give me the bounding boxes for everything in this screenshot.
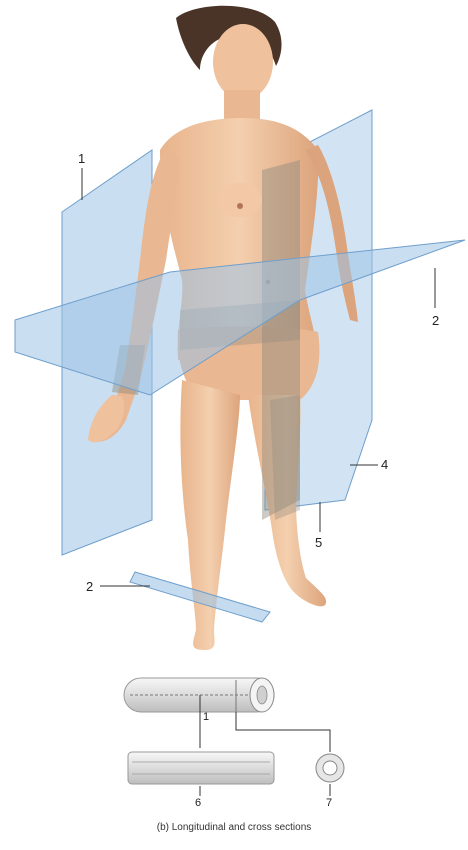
label-longitudinal-line: 1	[203, 712, 209, 723]
label-transverse-plane: 2	[432, 314, 439, 327]
tube-lumen	[257, 686, 267, 704]
label-midsagittal-plane: 5	[315, 536, 322, 549]
label-frontal-plane: 4	[381, 458, 388, 471]
label-sagittal-plane: 1	[78, 152, 85, 165]
leader-cross	[236, 712, 330, 752]
figure-caption: (b) Longitudinal and cross sections	[0, 822, 468, 833]
leg-section	[270, 395, 300, 520]
cross-section-lumen	[323, 761, 337, 775]
label-transverse-plane-leg: 2	[86, 580, 93, 593]
label-cross-section: 7	[326, 798, 332, 809]
head	[213, 24, 273, 100]
longitudinal-section-shape	[128, 752, 274, 784]
nipple	[237, 203, 243, 209]
chest-left	[218, 183, 262, 217]
label-longitudinal-section: 6	[195, 798, 201, 809]
tube-diagram	[124, 678, 344, 796]
